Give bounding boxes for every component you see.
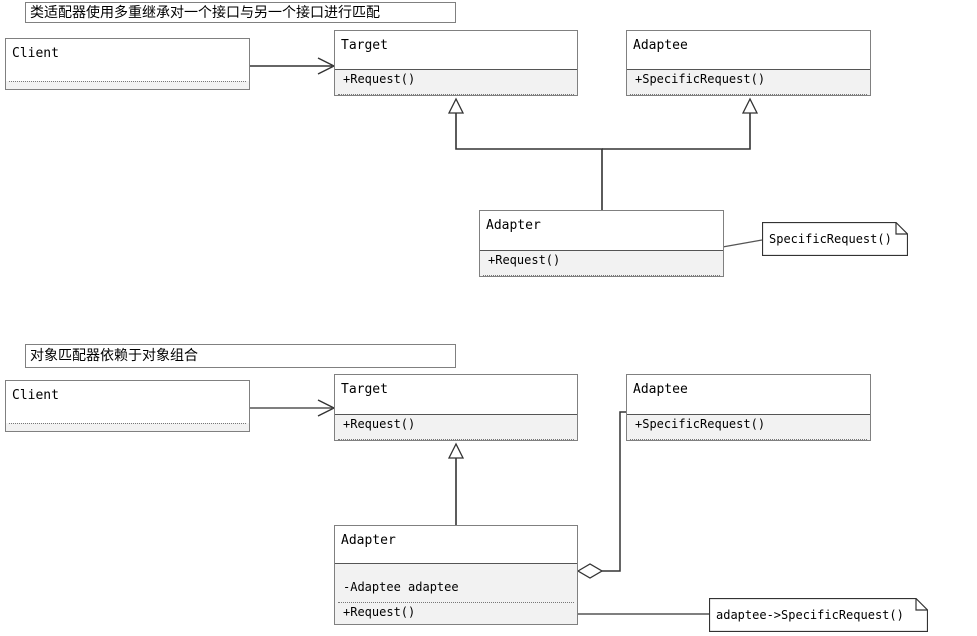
class-operations-adaptee-top: +SpecificRequest() xyxy=(627,70,870,95)
class-attributes-adapter-bottom: -Adaptee adaptee xyxy=(335,564,577,603)
class-box-client-top[interactable]: Client xyxy=(5,38,250,90)
class-compartment-empty-client-bottom xyxy=(6,423,249,431)
aggregation-adapter-adaptee-bottom xyxy=(576,411,626,579)
operation-label: +SpecificRequest() xyxy=(635,417,766,431)
class-box-target-bottom[interactable]: Target +Request() xyxy=(334,374,578,441)
section-title-text: 类适配器使用多重继承对一个接口与另一个接口进行匹配 xyxy=(30,4,380,21)
compartment-dotted-separator xyxy=(630,94,867,95)
association-client-target-bottom xyxy=(250,399,336,417)
class-name-adapter-top: Adapter xyxy=(480,211,723,251)
compartment-dotted-separator xyxy=(9,423,246,424)
attribute-label: -Adaptee adaptee xyxy=(343,580,459,594)
operation-label: +Request() xyxy=(343,605,416,619)
operation-label: +Request() xyxy=(343,417,416,431)
section-title-object-adapter: 对象匹配器依赖于对象组合 xyxy=(25,344,456,368)
class-operations-target-top: +Request() xyxy=(335,70,577,95)
generalization-adapter-adaptee-top xyxy=(602,97,759,150)
generalization-adapter-target-top xyxy=(447,97,603,210)
note-text: adaptee->SpecificRequest() xyxy=(716,608,904,622)
class-box-adapter-bottom[interactable]: Adapter -Adaptee adaptee +Request() xyxy=(334,525,578,625)
note-specific-request[interactable]: SpecificRequest() xyxy=(762,222,908,256)
class-name-client-bottom: Client xyxy=(6,381,249,423)
class-operations-adapter-top: +Request() xyxy=(480,251,723,276)
class-name-target-bottom: Target xyxy=(335,375,577,415)
class-box-adapter-top[interactable]: Adapter +Request() xyxy=(479,210,724,277)
class-box-target-top[interactable]: Target +Request() xyxy=(334,30,578,96)
section-title-text: 对象匹配器依赖于对象组合 xyxy=(30,348,198,364)
section-title-class-adapter: 类适配器使用多重继承对一个接口与另一个接口进行匹配 xyxy=(25,2,456,23)
operation-label: +SpecificRequest() xyxy=(635,72,766,86)
compartment-dotted-separator xyxy=(338,439,574,440)
class-name-target-top: Target xyxy=(335,31,577,70)
class-compartment-empty-client-top xyxy=(6,81,249,89)
operation-label: +Request() xyxy=(488,253,561,267)
class-box-adaptee-top[interactable]: Adaptee +SpecificRequest() xyxy=(626,30,871,96)
generalization-adapter-target-bottom xyxy=(447,442,465,525)
class-operations-target-bottom: +Request() xyxy=(335,415,577,440)
association-client-target-top xyxy=(250,57,336,75)
class-name-client-top: Client xyxy=(6,39,249,81)
class-name-adaptee-top: Adaptee xyxy=(627,31,870,70)
class-name-adapter-bottom: Adapter xyxy=(335,526,577,564)
class-operations-adapter-bottom: +Request() xyxy=(335,603,577,624)
class-name-adaptee-bottom: Adaptee xyxy=(627,375,870,415)
compartment-dotted-separator xyxy=(483,275,720,276)
class-box-adaptee-bottom[interactable]: Adaptee +SpecificRequest() xyxy=(626,374,871,441)
class-box-client-bottom[interactable]: Client xyxy=(5,380,250,432)
note-shape-icon xyxy=(709,598,928,632)
compartment-dotted-separator xyxy=(338,94,574,95)
operation-label: +Request() xyxy=(343,72,416,86)
compartment-dotted-separator xyxy=(9,81,246,82)
note-adaptee-specific-request[interactable]: adaptee->SpecificRequest() xyxy=(709,598,928,632)
compartment-dotted-separator xyxy=(338,602,574,603)
class-operations-adaptee-bottom: +SpecificRequest() xyxy=(627,415,870,440)
compartment-dotted-separator xyxy=(630,439,867,440)
note-text: SpecificRequest() xyxy=(769,232,892,246)
note-shape-icon xyxy=(762,222,908,256)
